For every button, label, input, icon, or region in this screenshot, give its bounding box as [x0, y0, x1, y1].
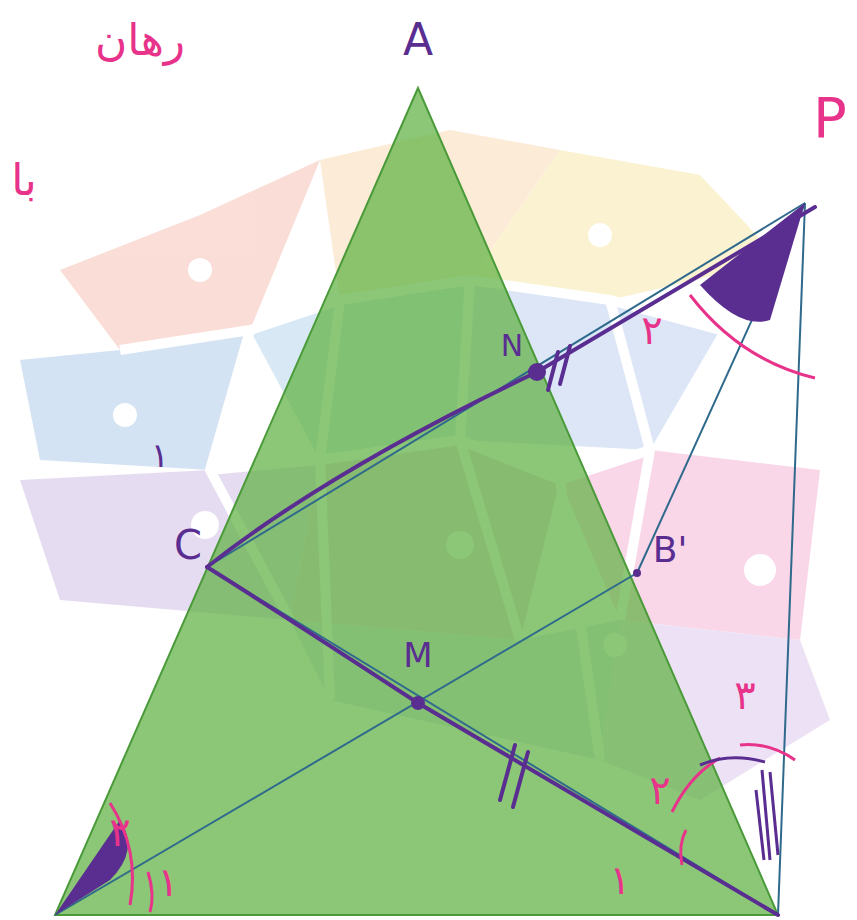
vertex-label: A: [403, 18, 433, 62]
angle-number: ۲: [649, 770, 670, 810]
point-label: M: [403, 638, 432, 672]
title-fragment: با: [11, 158, 37, 202]
angle-number: ۳: [734, 675, 755, 715]
angle-number: ۲: [641, 310, 662, 350]
angle-number: ۱: [609, 860, 630, 900]
point-label: B': [653, 532, 688, 568]
prime-mark: ۱: [151, 438, 169, 472]
point-label: C: [174, 525, 202, 565]
point-label: N: [501, 331, 523, 361]
angle-number: ۱: [157, 862, 178, 902]
vertex-label: P: [813, 90, 847, 146]
angle-number: ۲: [109, 812, 130, 852]
angle-number: ۱: [763, 274, 780, 306]
title-fragment: رهان: [95, 18, 185, 62]
